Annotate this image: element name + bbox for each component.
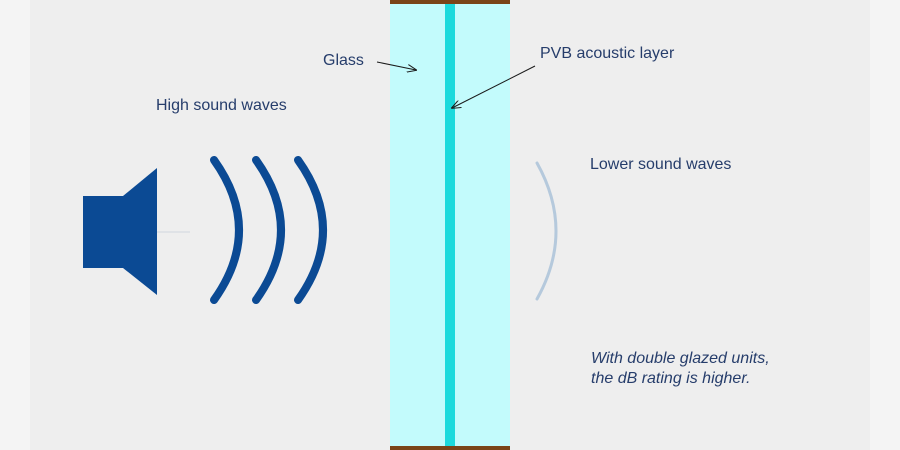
frame-bottom (390, 446, 510, 450)
high-sound-waves-label: High sound waves (156, 97, 287, 114)
db-rating-note: With double glazed units, the dB rating … (591, 349, 770, 389)
frame-top (390, 0, 510, 4)
glass-unit (390, 0, 510, 450)
lower-sound-waves-label: Lower sound waves (590, 156, 732, 173)
sound-wave-1 (210, 156, 243, 304)
glass-label: Glass (323, 52, 364, 69)
pvb-layer (445, 0, 455, 450)
db-rating-note-line-2: the dB rating is higher. (591, 370, 751, 387)
db-rating-note-line-1: With double glazed units, (591, 350, 770, 367)
sound-wave-3 (294, 156, 327, 304)
left-margin-band (0, 0, 30, 450)
high-sound-waves (210, 156, 327, 304)
lower-sound-wave (535, 161, 558, 301)
glass-pointer-arrow (376, 61, 416, 70)
pvb-pointer-arrow (452, 65, 536, 108)
right-margin-band (870, 0, 900, 450)
speaker-icon (83, 168, 190, 295)
pvb-layer-label: PVB acoustic layer (540, 45, 675, 62)
sound-wave-2 (252, 156, 285, 304)
